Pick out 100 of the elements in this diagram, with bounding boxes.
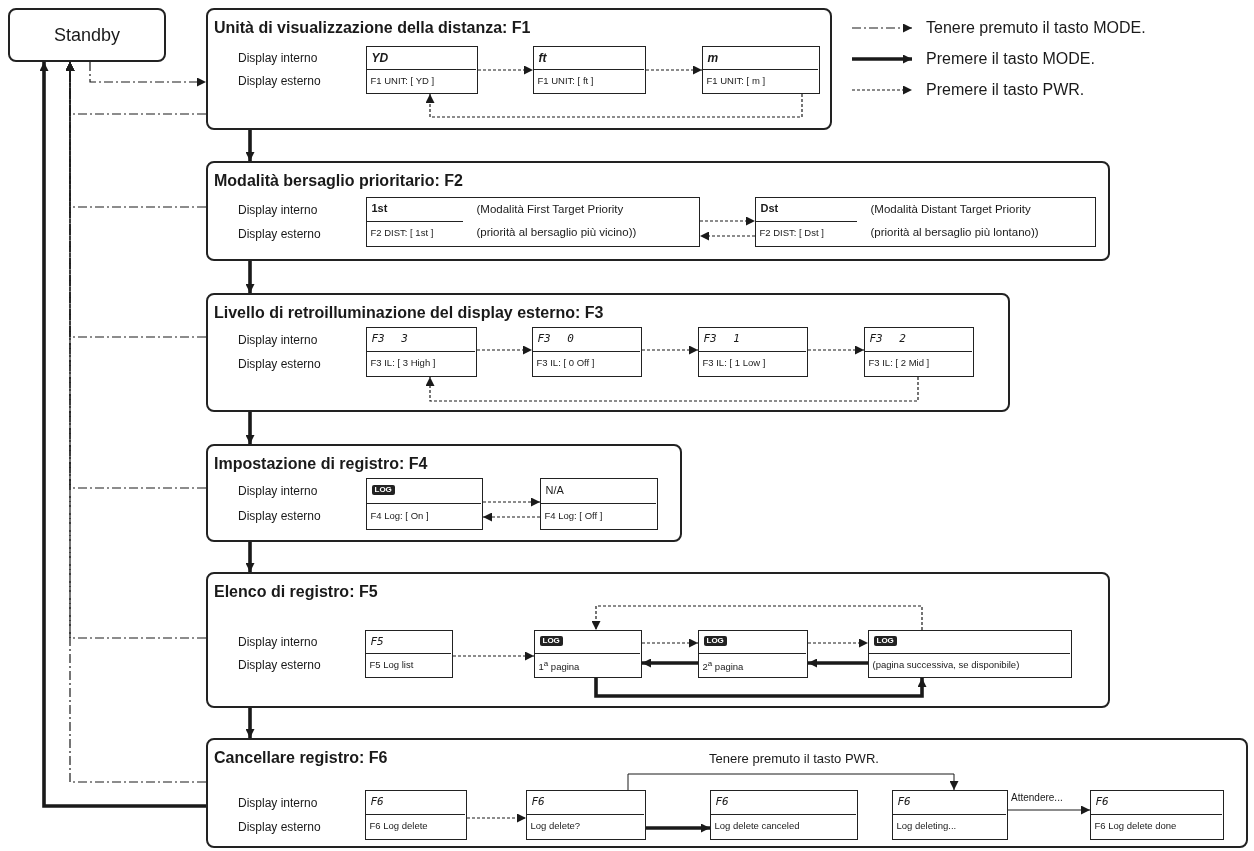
outer-display-text: F6 Log delete done <box>1094 821 1177 831</box>
mode-note: (priorità al bersaglio più vicino)) <box>476 226 637 239</box>
display-label: Display esterno <box>238 227 321 240</box>
outer-display-text: Log delete? <box>530 821 581 831</box>
display-box <box>867 629 1072 678</box>
legend-text: Premere il tasto PWR. <box>926 82 1085 98</box>
inner-display-text: F6 <box>897 796 911 808</box>
section-title: Cancellare registro: F6 <box>214 750 388 766</box>
inner-display-text: ft <box>538 51 547 64</box>
display-label: Display esterno <box>238 820 321 833</box>
display-box <box>365 45 478 94</box>
display-box <box>365 477 483 530</box>
display-box <box>1089 789 1224 840</box>
display-box <box>533 629 642 678</box>
edge-label: Tenere premuto il tasto PWR. <box>709 752 879 765</box>
display-label: Display interno <box>238 485 318 497</box>
section-title: Impostazione di registro: F4 <box>214 456 428 472</box>
mode-note: (Modalità Distant Target Priority <box>870 203 1031 216</box>
arrow <box>245 542 255 572</box>
display-box <box>701 45 820 94</box>
inner-display-text: F6 <box>1095 796 1109 808</box>
display-box <box>697 326 808 377</box>
arrow <box>699 216 756 226</box>
mode-note: (Modalità First Target Priority <box>476 203 624 216</box>
display-box <box>697 629 808 678</box>
arrow <box>641 638 699 648</box>
inner-display-text: F3 0 <box>537 333 574 345</box>
arrow <box>808 658 868 668</box>
section-panel <box>206 293 1010 412</box>
outer-display-text: Log deleting... <box>896 821 957 831</box>
section-panel <box>206 161 1110 261</box>
arrow <box>89 61 207 87</box>
display-label: Display esterno <box>238 509 321 522</box>
inner-display-text: F3 2 <box>869 333 906 345</box>
arrow <box>646 823 710 833</box>
inner-display-text: F3 3 <box>371 333 408 345</box>
arrow <box>245 412 255 444</box>
arrow <box>482 497 541 507</box>
outer-display-text: F3 IL: [ 1 Low ] <box>702 358 766 368</box>
arrow <box>65 61 207 783</box>
arrow <box>642 658 698 668</box>
outer-display-text: F2 DIST: [ Dst ] <box>759 228 824 238</box>
display-box <box>364 789 467 840</box>
inner-display-text: F6 <box>531 796 545 808</box>
inner-display-text: F5 <box>370 635 384 647</box>
inner-display-text: F6 <box>715 796 729 808</box>
log-badge: LOG <box>703 635 727 646</box>
outer-display-text: F3 IL: [ 3 High ] <box>370 358 436 368</box>
display-label: Display esterno <box>238 659 321 671</box>
legend-text: Premere il tasto MODE. <box>926 51 1095 67</box>
section-panel <box>206 8 832 130</box>
inner-display-text: m <box>707 51 719 64</box>
section-panel <box>206 444 682 542</box>
arrow <box>482 512 541 522</box>
display-label: Display interno <box>238 635 318 648</box>
arrow <box>641 345 699 355</box>
arrow <box>425 93 803 118</box>
outer-display-text: (pagina successiva, se disponibile) <box>872 659 1020 670</box>
display-box <box>531 326 642 377</box>
arrow <box>594 678 927 698</box>
section-panel <box>206 572 1110 708</box>
arrow <box>645 65 703 75</box>
log-badge: LOG <box>371 484 395 495</box>
display-box <box>891 789 1008 840</box>
arrow <box>245 708 255 738</box>
log-badge: LOG <box>873 635 897 646</box>
arrow <box>807 345 865 355</box>
outer-display-text: F3 IL: [ 0 Off ] <box>536 358 595 368</box>
arrow <box>627 773 959 791</box>
display-box <box>539 477 658 530</box>
outer-display-text: F5 Log list <box>369 659 414 670</box>
section-title: Unità di visualizzazione della distanza: F1 <box>214 20 531 36</box>
standby-box: Standby <box>8 8 166 62</box>
display-box <box>365 196 700 247</box>
inner-display-text: 1st <box>371 203 388 215</box>
inner-display-text: Dst <box>760 203 779 215</box>
section-panel <box>206 738 1248 848</box>
display-label: Display interno <box>238 796 318 809</box>
edge-label: Attendere... <box>1011 793 1063 803</box>
display-label: Display interno <box>238 51 318 64</box>
section-title: Modalità bersaglio prioritario: F2 <box>214 173 463 189</box>
section-title: Livello di retroilluminazione del display esterno: F3 <box>214 305 604 321</box>
display-box <box>863 326 974 377</box>
log-badge: LOG <box>539 635 563 646</box>
mode-note: (priorità al bersaglio più lontano)) <box>870 226 1039 239</box>
arrow <box>1007 805 1091 815</box>
arrow <box>477 65 534 75</box>
display-box <box>532 45 646 94</box>
arrow <box>807 638 869 648</box>
outer-display-text: F2 DIST: [ 1st ] <box>370 228 434 238</box>
inner-display-text: YD <box>371 51 389 64</box>
outer-display-text: 2$^{a}$ pagina <box>702 659 744 672</box>
arrow <box>452 651 535 661</box>
display-label: Display interno <box>238 203 318 216</box>
display-label: Display interno <box>238 333 318 346</box>
inner-display-text: F3 1 <box>703 333 740 345</box>
outer-display-text: Log delete canceled <box>714 821 800 831</box>
inner-display-text: F6 <box>370 796 384 808</box>
arrow <box>425 376 919 402</box>
outer-display-text: F6 Log delete <box>369 821 428 831</box>
